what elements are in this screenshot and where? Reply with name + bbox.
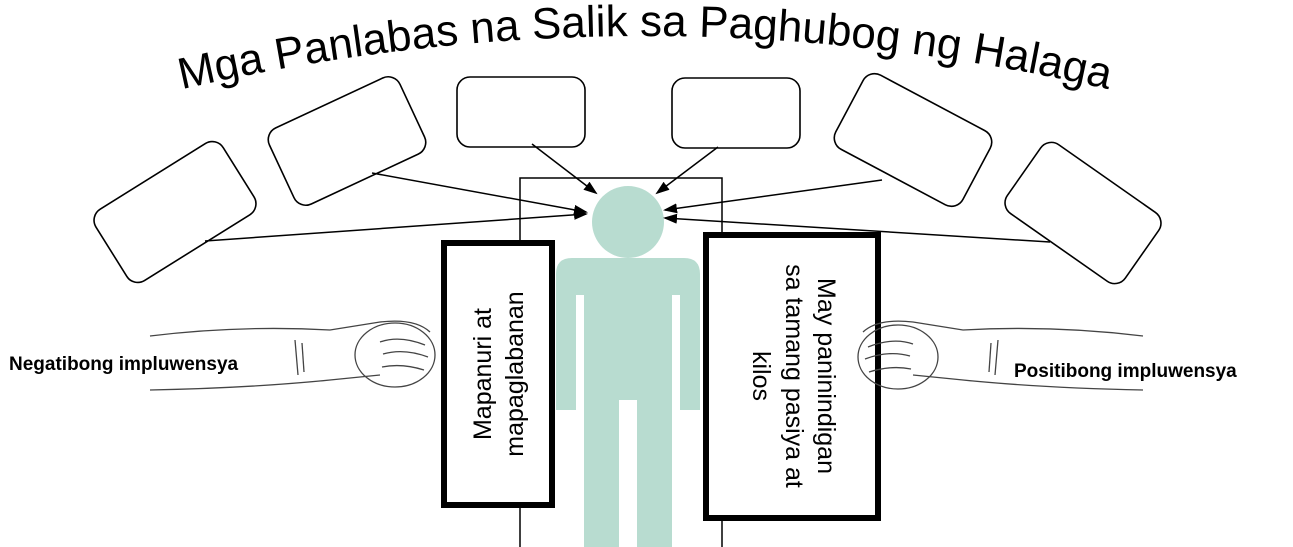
arrow-box-5 [663,179,883,214]
right-fist-sketch [857,320,1144,391]
right-panel-line3: kilos [747,351,775,401]
arrow-box-3 [531,143,598,195]
arrow-box-1 [204,209,588,242]
left-panel-line1: Mapanuri at [469,308,497,440]
empty-box-6 [1004,141,1162,285]
empty-box-1 [93,140,257,284]
left-panel-line2: mapaglabanan [501,291,529,456]
person-figure [556,186,700,547]
empty-box-5 [833,72,993,208]
left-panel: Mapanuri at mapaglabanan [441,240,555,508]
empty-box-2 [267,75,427,207]
positive-influence-label: Positibong impluwensya [1014,361,1237,382]
arrow-box-2 [371,172,588,215]
arrow-box-4 [655,146,719,195]
negative-influence-label: Negatibong impluwensya [9,354,239,375]
diagram-title: Mga Panlabas na Salik sa Paghubog ng Hal… [173,0,1117,99]
empty-box-4 [671,77,801,149]
right-panel-line2: sa tamang pasiya at [780,264,808,488]
title-text-path: Mga Panlabas na Salik sa Paghubog ng Hal… [173,0,1117,99]
empty-box-3 [456,76,586,148]
right-panel: May paninindigan sa tamang pasiya at kil… [703,232,881,521]
arrow-box-6 [663,213,1051,243]
left-fist-sketch [149,320,436,391]
right-panel-line1: May paninindigan [812,278,840,474]
